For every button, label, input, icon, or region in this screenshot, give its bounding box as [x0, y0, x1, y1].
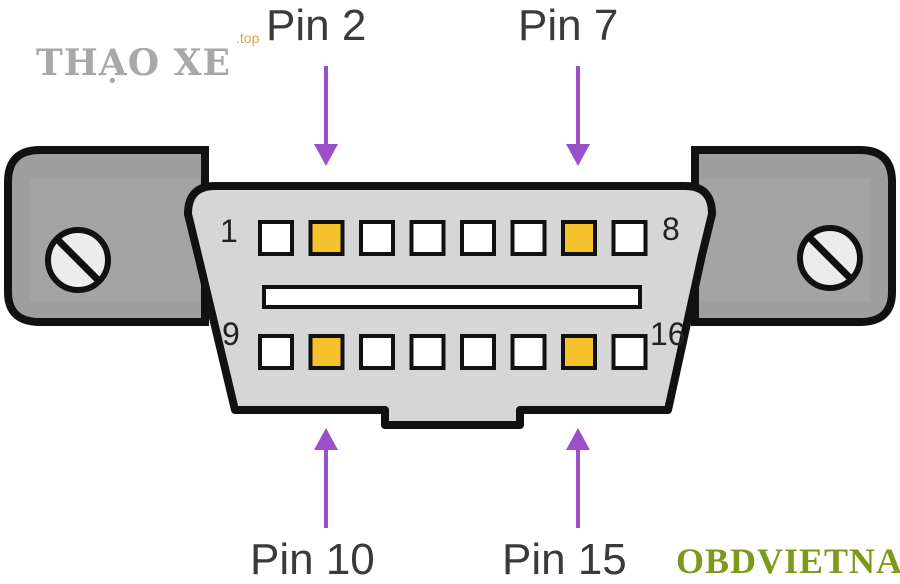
label-pin-15: Pin 15	[502, 535, 627, 584]
watermark-obdvietnam: OBDVIETNAM	[676, 541, 900, 581]
pin-14	[510, 334, 547, 370]
pin-9	[258, 334, 294, 370]
label-pin-7: Pin 7	[518, 1, 619, 50]
pin-11	[359, 334, 395, 370]
pin-3	[359, 220, 395, 256]
pin-12	[409, 334, 446, 370]
pin-number-1: 1	[220, 213, 238, 249]
pin-16	[611, 334, 648, 370]
pin-number-16: 16	[650, 316, 686, 352]
arrow-pin-10	[314, 428, 338, 528]
pin-4	[409, 220, 446, 256]
right-screw-icon	[797, 225, 863, 291]
arrow-pin-7	[566, 66, 590, 166]
key-slot	[262, 285, 642, 309]
pin-13	[460, 334, 496, 370]
watermark-thao-xe: THẠO XE	[36, 42, 231, 84]
arrow-pin-15	[566, 428, 590, 528]
watermark-thao-xe-suffix: .top	[236, 30, 260, 46]
pin-7	[561, 220, 597, 256]
pin-number-9: 9	[222, 316, 240, 352]
pin-15	[561, 334, 597, 370]
pin-1	[258, 220, 294, 256]
pin-6	[510, 220, 547, 256]
left-screw-icon	[45, 227, 111, 293]
pin-5	[460, 220, 496, 256]
pin-8	[611, 220, 648, 256]
pin-10	[308, 334, 345, 370]
arrow-pin-2	[314, 66, 338, 166]
pin-2	[308, 220, 345, 256]
pin-number-8: 8	[662, 211, 680, 247]
label-pin-10: Pin 10	[250, 535, 375, 584]
label-pin-2: Pin 2	[266, 1, 367, 50]
